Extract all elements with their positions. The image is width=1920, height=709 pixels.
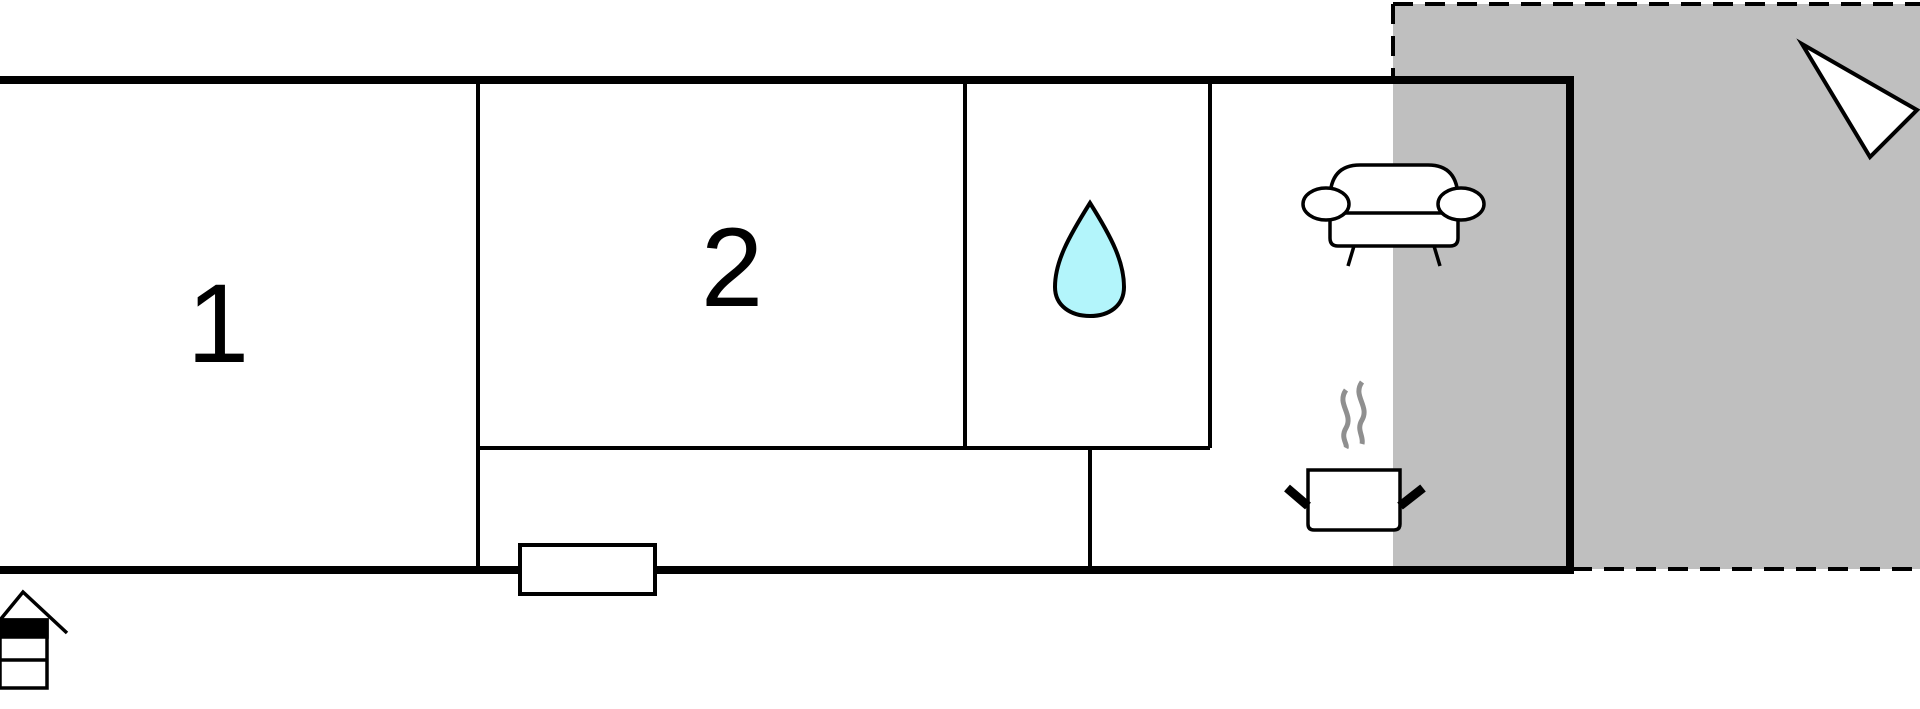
interior-walls bbox=[476, 80, 1212, 570]
water-drop-icon bbox=[1052, 199, 1127, 319]
outer-walls bbox=[0, 76, 1574, 574]
window-icon bbox=[518, 543, 657, 596]
cooking-pot-icon bbox=[1284, 380, 1426, 532]
room-label-2: 2 bbox=[701, 205, 763, 330]
terrace-area bbox=[1391, 2, 1920, 571]
stairs-icon bbox=[0, 589, 69, 690]
sofa-icon bbox=[1301, 163, 1486, 267]
room-label-1: 1 bbox=[187, 261, 249, 386]
compass-arrow-icon bbox=[1796, 38, 1920, 161]
